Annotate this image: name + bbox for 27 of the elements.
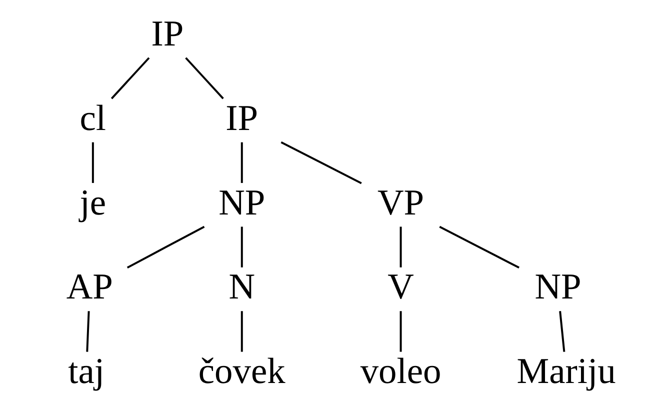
- node-text: NP: [218, 182, 265, 222]
- connector: [280, 141, 362, 184]
- connector: [86, 311, 90, 352]
- connector: [240, 226, 242, 268]
- connector: [110, 57, 150, 100]
- connector: [399, 311, 402, 352]
- connector: [558, 311, 565, 352]
- node-text: VP: [377, 182, 424, 222]
- node-text: IP: [150, 13, 184, 54]
- node-text: taj: [68, 351, 104, 392]
- node-text: IP: [225, 98, 258, 138]
- node-text: je: [79, 182, 106, 222]
- node-text: NP: [534, 266, 581, 307]
- connector: [240, 311, 242, 352]
- node-text: N: [228, 266, 255, 307]
- node-text: voleo: [360, 351, 441, 392]
- connector: [91, 142, 94, 183]
- node-text: čovek: [198, 351, 285, 392]
- node-text: AP: [66, 266, 112, 307]
- connector: [438, 226, 519, 269]
- connector: [126, 226, 204, 269]
- node-text: Mariju: [516, 351, 616, 392]
- connector: [184, 57, 224, 100]
- node-text: cl: [79, 98, 106, 138]
- connector: [399, 226, 402, 268]
- connector: [240, 142, 242, 183]
- node-text: V: [387, 266, 414, 307]
